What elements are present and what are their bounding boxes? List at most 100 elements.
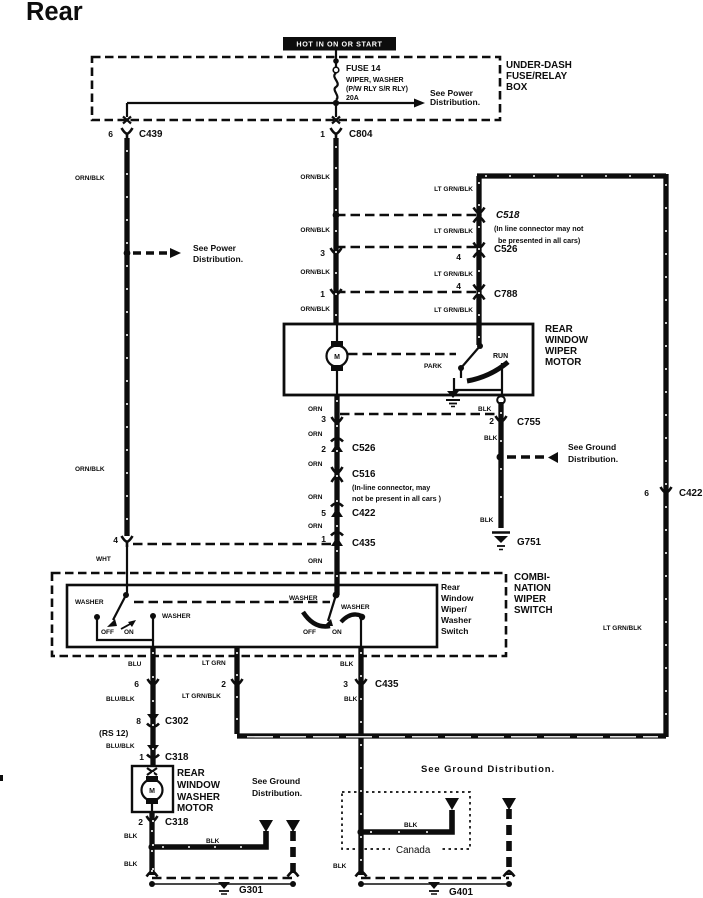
svg-text:C435: C435 <box>375 679 399 690</box>
svg-text:SWITCH: SWITCH <box>514 605 553 616</box>
svg-text:ON: ON <box>124 629 134 636</box>
svg-text:6: 6 <box>644 488 649 498</box>
svg-text:BLU/BLK: BLU/BLK <box>106 696 135 703</box>
svg-text:C422: C422 <box>679 488 703 499</box>
svg-text:2: 2 <box>321 444 326 454</box>
svg-text:G301: G301 <box>239 885 264 896</box>
svg-text:Window: Window <box>441 593 474 603</box>
svg-text:C318: C318 <box>165 817 189 828</box>
svg-text:BLK: BLK <box>480 517 494 524</box>
svg-text:BLK: BLK <box>404 822 418 829</box>
svg-text:G401: G401 <box>449 887 474 898</box>
svg-text:C516: C516 <box>352 469 376 480</box>
svg-text:OFF: OFF <box>101 629 114 636</box>
svg-text:WASHER: WASHER <box>289 595 318 602</box>
svg-text:6: 6 <box>108 129 113 139</box>
svg-text:See Ground: See Ground <box>252 776 300 786</box>
svg-text:See Ground Distribution.: See Ground Distribution. <box>421 764 555 775</box>
svg-text:FUSE/RELAY: FUSE/RELAY <box>506 71 568 82</box>
svg-text:BLK: BLK <box>344 696 358 703</box>
svg-text:C755: C755 <box>517 417 541 428</box>
svg-text:Canada: Canada <box>396 845 431 856</box>
svg-text:LT GRN/BLK: LT GRN/BLK <box>434 186 473 193</box>
svg-text:BLK: BLK <box>333 863 347 870</box>
svg-text:BLU/BLK: BLU/BLK <box>106 743 135 750</box>
svg-text:Distribution.: Distribution. <box>430 97 480 107</box>
svg-text:See Power: See Power <box>193 243 237 253</box>
svg-text:Distribution.: Distribution. <box>568 454 618 464</box>
svg-text:C804: C804 <box>349 129 373 140</box>
svg-text:8: 8 <box>136 716 141 726</box>
svg-text:2: 2 <box>221 679 226 689</box>
svg-text:M: M <box>149 788 155 795</box>
svg-text:M: M <box>334 354 340 361</box>
svg-text:1: 1 <box>139 752 144 762</box>
svg-text:MOTOR: MOTOR <box>177 803 213 814</box>
svg-text:C439: C439 <box>139 129 163 140</box>
svg-text:ORN: ORN <box>308 494 323 501</box>
svg-text:1: 1 <box>320 289 325 299</box>
svg-text:See Ground: See Ground <box>568 442 616 452</box>
svg-text:LT GRN/BLK: LT GRN/BLK <box>182 693 221 700</box>
svg-text:ORN/BLK: ORN/BLK <box>300 269 330 276</box>
svg-text:4: 4 <box>113 535 118 545</box>
svg-text:(P/W RLY S/R RLY): (P/W RLY S/R RLY) <box>346 86 408 93</box>
svg-text:1: 1 <box>321 534 326 544</box>
svg-text:BLK: BLK <box>206 838 220 845</box>
svg-text:Rear: Rear <box>26 0 83 26</box>
svg-text:REAR: REAR <box>177 768 205 779</box>
svg-text:BLK: BLK <box>484 435 498 442</box>
svg-text:LT GRN/BLK: LT GRN/BLK <box>603 625 642 632</box>
svg-text:WASHER: WASHER <box>162 613 191 620</box>
svg-text:WHT: WHT <box>96 556 111 563</box>
svg-text:ORN/BLK: ORN/BLK <box>300 227 330 234</box>
svg-text:Switch: Switch <box>441 626 468 636</box>
svg-text:LT GRN: LT GRN <box>202 660 226 667</box>
svg-text:(RS 12): (RS 12) <box>99 728 128 738</box>
svg-text:BLK: BLK <box>124 833 138 840</box>
svg-text:ORN/BLK: ORN/BLK <box>300 306 330 313</box>
svg-text:C526: C526 <box>494 244 518 255</box>
svg-text:not be present in all cars ): not be present in all cars ) <box>352 494 442 503</box>
svg-text:WASHER: WASHER <box>177 792 220 803</box>
svg-text:PARK: PARK <box>424 363 442 370</box>
svg-text:4: 4 <box>456 252 461 262</box>
svg-text:Rear: Rear <box>441 582 461 592</box>
svg-text:2: 2 <box>489 416 494 426</box>
svg-text:C435: C435 <box>352 538 376 549</box>
svg-text:WINDOW: WINDOW <box>545 335 589 346</box>
svg-text:WINDOW: WINDOW <box>177 780 221 791</box>
svg-text:WIPER, WASHER: WIPER, WASHER <box>346 77 404 84</box>
svg-text:HOT IN ON OR START: HOT IN ON OR START <box>296 40 382 49</box>
svg-text:20A: 20A <box>346 95 359 102</box>
svg-text:Distribution.: Distribution. <box>193 254 243 264</box>
svg-text:WIPER: WIPER <box>545 346 577 357</box>
svg-text:be presented in all cars): be presented in all cars) <box>498 236 581 245</box>
svg-text:ON: ON <box>332 629 342 636</box>
svg-text:OFF: OFF <box>303 629 316 636</box>
svg-text:ORN: ORN <box>308 461 323 468</box>
svg-text:WASHER: WASHER <box>341 604 370 611</box>
svg-text:C302: C302 <box>165 716 189 727</box>
svg-text:ORN: ORN <box>308 431 323 438</box>
svg-text:RUN: RUN <box>493 353 508 360</box>
svg-text:LT GRN/BLK: LT GRN/BLK <box>434 271 473 278</box>
svg-text:2: 2 <box>138 817 143 827</box>
svg-text:NATION: NATION <box>514 583 551 594</box>
svg-text:ORN/BLK: ORN/BLK <box>300 174 330 181</box>
svg-text:C318: C318 <box>165 752 189 763</box>
svg-text:ORN/BLK: ORN/BLK <box>75 175 105 182</box>
svg-text:WASHER: WASHER <box>75 599 104 606</box>
svg-text:REAR: REAR <box>545 324 573 335</box>
svg-text:See Power: See Power <box>430 88 474 98</box>
svg-text:Washer: Washer <box>441 615 472 625</box>
svg-text:3: 3 <box>321 414 326 424</box>
svg-text:BLU: BLU <box>128 661 142 668</box>
svg-text:COMBI-: COMBI- <box>514 572 550 583</box>
svg-text:LT GRN/BLK: LT GRN/BLK <box>434 307 473 314</box>
svg-text:C422: C422 <box>352 508 376 519</box>
svg-text:(In line connector may not: (In line connector may not <box>494 224 584 233</box>
svg-text:G751: G751 <box>517 537 542 548</box>
svg-text:MOTOR: MOTOR <box>545 357 581 368</box>
svg-text:BLK: BLK <box>124 861 138 868</box>
